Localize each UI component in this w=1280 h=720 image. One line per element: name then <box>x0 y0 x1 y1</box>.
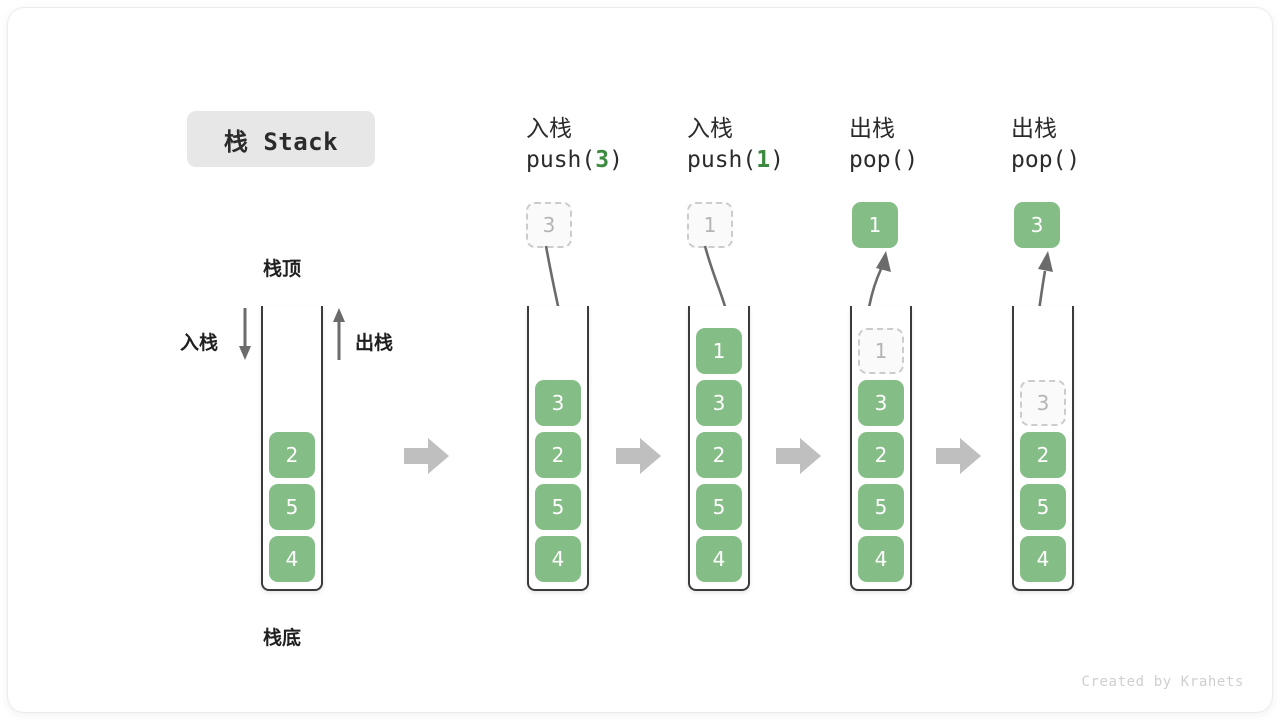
diagram-title: 栈 Stack <box>187 111 375 167</box>
code-prefix: push( <box>687 147 757 173</box>
stack-cell: 5 <box>696 484 742 530</box>
step-header-push-3: 入栈 push(3) <box>526 113 726 177</box>
stack-cell: 4 <box>535 536 581 582</box>
stack-column-pop-3: 出栈 pop() 3 3 2 5 4 <box>1011 113 1216 593</box>
stack-cell: 4 <box>1020 536 1066 582</box>
stack-column-push-3: 入栈 push(3) 3 3 2 5 4 <box>526 113 731 593</box>
floating-element: 1 <box>852 202 898 248</box>
step-header-cn: 入栈 <box>687 115 733 141</box>
attribution-footer: Created by Krahets <box>1081 674 1244 690</box>
code-prefix: push( <box>526 147 596 173</box>
stack-top-label: 栈顶 <box>263 259 302 280</box>
code-prefix: pop( <box>849 147 905 173</box>
stack-column-initial: 栈顶 入栈 出栈 2 5 4 栈底 <box>180 248 405 649</box>
stack-cell: 2 <box>858 432 904 478</box>
arrow-right-icon <box>616 436 662 476</box>
stack-cell-ghost: 3 <box>1020 380 1066 426</box>
arrow-right-icon <box>776 436 822 476</box>
code-arg: 3 <box>595 147 610 173</box>
step-header-cn: 入栈 <box>526 115 572 141</box>
arrow-up-icon <box>330 308 348 360</box>
arrow-right-icon <box>936 436 982 476</box>
stack-cell: 1 <box>696 328 742 374</box>
code-arg: 1 <box>756 147 771 173</box>
code-prefix: pop( <box>1011 147 1067 173</box>
stack-cell: 5 <box>269 484 315 530</box>
stack-cell: 3 <box>858 380 904 426</box>
stack-cell: 2 <box>1020 432 1066 478</box>
stack-cell: 2 <box>269 432 315 478</box>
step-header-pop-3: 出栈 pop() <box>1011 113 1211 177</box>
stack-cell: 5 <box>535 484 581 530</box>
stack-cell: 2 <box>535 432 581 478</box>
stack-cell: 4 <box>696 536 742 582</box>
step-header-cn: 出栈 <box>1011 115 1057 141</box>
stack-cell: 5 <box>858 484 904 530</box>
step-header-code: pop() <box>849 143 1049 177</box>
stack-bottom-label: 栈底 <box>263 628 302 649</box>
step-header-push-1: 入栈 push(1) <box>687 113 887 177</box>
arrow-right-icon <box>404 436 450 476</box>
stack-cell: 5 <box>1020 484 1066 530</box>
stack-cell: 3 <box>535 380 581 426</box>
step-header-pop-1: 出栈 pop() <box>849 113 1049 177</box>
stack-cell: 4 <box>269 536 315 582</box>
stack-cell: 2 <box>696 432 742 478</box>
step-header-code: push(3) <box>526 143 726 177</box>
stack-cell-ghost: 1 <box>858 328 904 374</box>
floating-element: 3 <box>1014 202 1060 248</box>
step-header-code: push(1) <box>687 143 887 177</box>
floating-element: 1 <box>687 202 733 248</box>
diagram-canvas: 栈 Stack 栈顶 入栈 出栈 2 5 4 栈底 <box>8 8 1272 712</box>
code-suffix: ) <box>770 147 784 173</box>
stack-column-pop-1: 出栈 pop() 1 1 3 2 5 4 <box>849 113 1054 593</box>
stack-cell: 3 <box>696 380 742 426</box>
pop-label: 出栈 <box>355 333 394 354</box>
code-suffix: ) <box>609 147 623 173</box>
arrow-down-icon <box>236 308 254 360</box>
push-label: 入栈 <box>180 333 219 354</box>
stack-column-push-1: 入栈 push(1) 1 1 3 2 5 4 <box>687 113 892 593</box>
step-header-code: pop() <box>1011 143 1211 177</box>
code-suffix: ) <box>904 147 919 173</box>
step-header-cn: 出栈 <box>849 115 895 141</box>
floating-element: 3 <box>526 202 572 248</box>
code-suffix: ) <box>1066 147 1081 173</box>
stack-cell: 4 <box>858 536 904 582</box>
